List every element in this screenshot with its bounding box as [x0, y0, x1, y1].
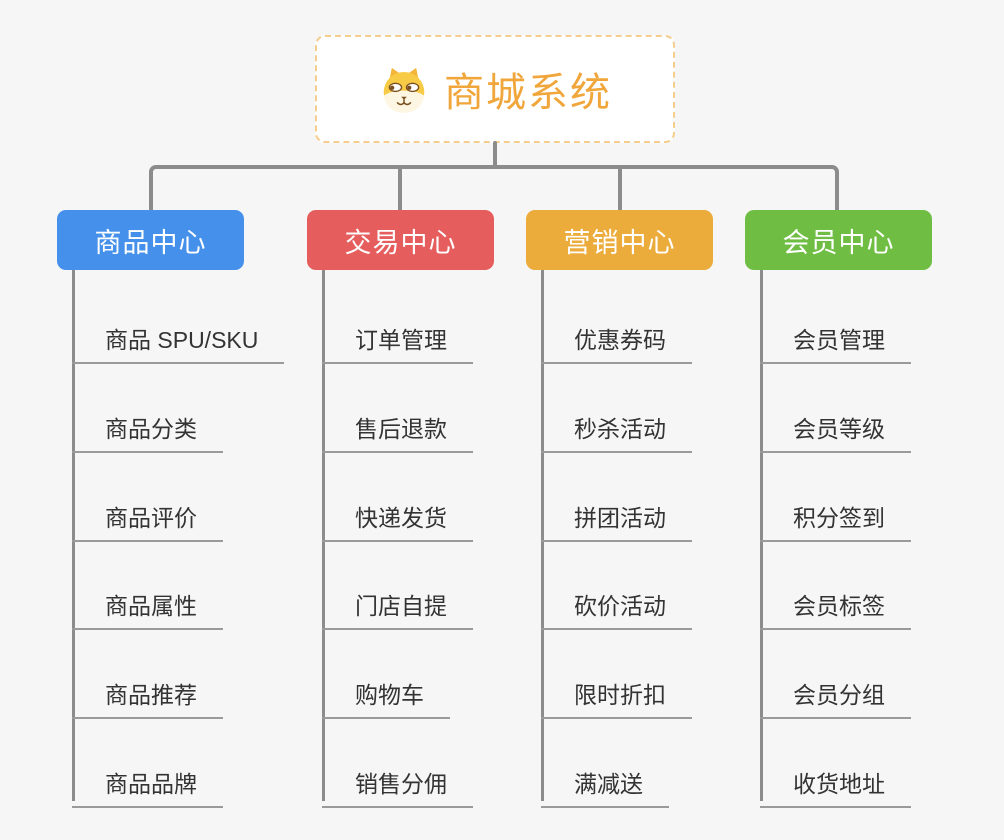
subtopic-node[interactable]: 订单管理 [322, 317, 473, 364]
subtopic-node[interactable]: 优惠券码 [541, 317, 692, 364]
subtopic-node[interactable]: 商品分类 [72, 406, 223, 453]
subtopic-node[interactable]: 秒杀活动 [541, 406, 692, 453]
subtopic-node[interactable]: 积分签到 [760, 495, 911, 542]
subtopic-node[interactable]: 购物车 [322, 672, 450, 719]
subtopic-node[interactable]: 商品评价 [72, 495, 223, 542]
subtopic-node[interactable]: 快递发货 [322, 495, 473, 542]
branch-node-trade-center[interactable]: 交易中心 [307, 210, 494, 270]
connector-root-drop [493, 141, 497, 167]
connector-branch-drop [398, 169, 402, 210]
subtopic-node[interactable]: 砍价活动 [541, 583, 692, 630]
subtopic-node[interactable]: 门店自提 [322, 583, 473, 630]
branch-line-product-center [72, 268, 75, 801]
branch-line-marketing-center [541, 268, 544, 801]
subtopic-node[interactable]: 商品属性 [72, 583, 223, 630]
subtopic-node[interactable]: 收货地址 [760, 761, 911, 808]
subtopic-node[interactable]: 满减送 [541, 761, 669, 808]
branch-node-member-center[interactable]: 会员中心 [745, 210, 932, 270]
subtopic-node[interactable]: 售后退款 [322, 406, 473, 453]
subtopic-node[interactable]: 会员分组 [760, 672, 911, 719]
subtopic-node[interactable]: 商品品牌 [72, 761, 223, 808]
connector-bus [149, 165, 839, 210]
dog-face-icon [383, 67, 425, 113]
subtopic-node[interactable]: 会员标签 [760, 583, 911, 630]
subtopic-node[interactable]: 销售分佣 [322, 761, 473, 808]
root-node[interactable]: 商城系统 [315, 35, 675, 143]
subtopic-node[interactable]: 会员管理 [760, 317, 911, 364]
subtopic-node[interactable]: 商品推荐 [72, 672, 223, 719]
connector-branch-drop [618, 169, 622, 210]
subtopic-node[interactable]: 限时折扣 [541, 672, 692, 719]
root-title: 商城系统 [444, 71, 612, 115]
branch-line-member-center [760, 268, 763, 801]
branch-line-trade-center [322, 268, 325, 801]
subtopic-node[interactable]: 会员等级 [760, 406, 911, 453]
branch-node-product-center[interactable]: 商品中心 [57, 210, 244, 270]
subtopic-node[interactable]: 商品 SPU/SKU [72, 317, 285, 364]
subtopic-node[interactable]: 拼团活动 [541, 495, 692, 542]
branch-node-marketing-center[interactable]: 营销中心 [526, 210, 713, 270]
